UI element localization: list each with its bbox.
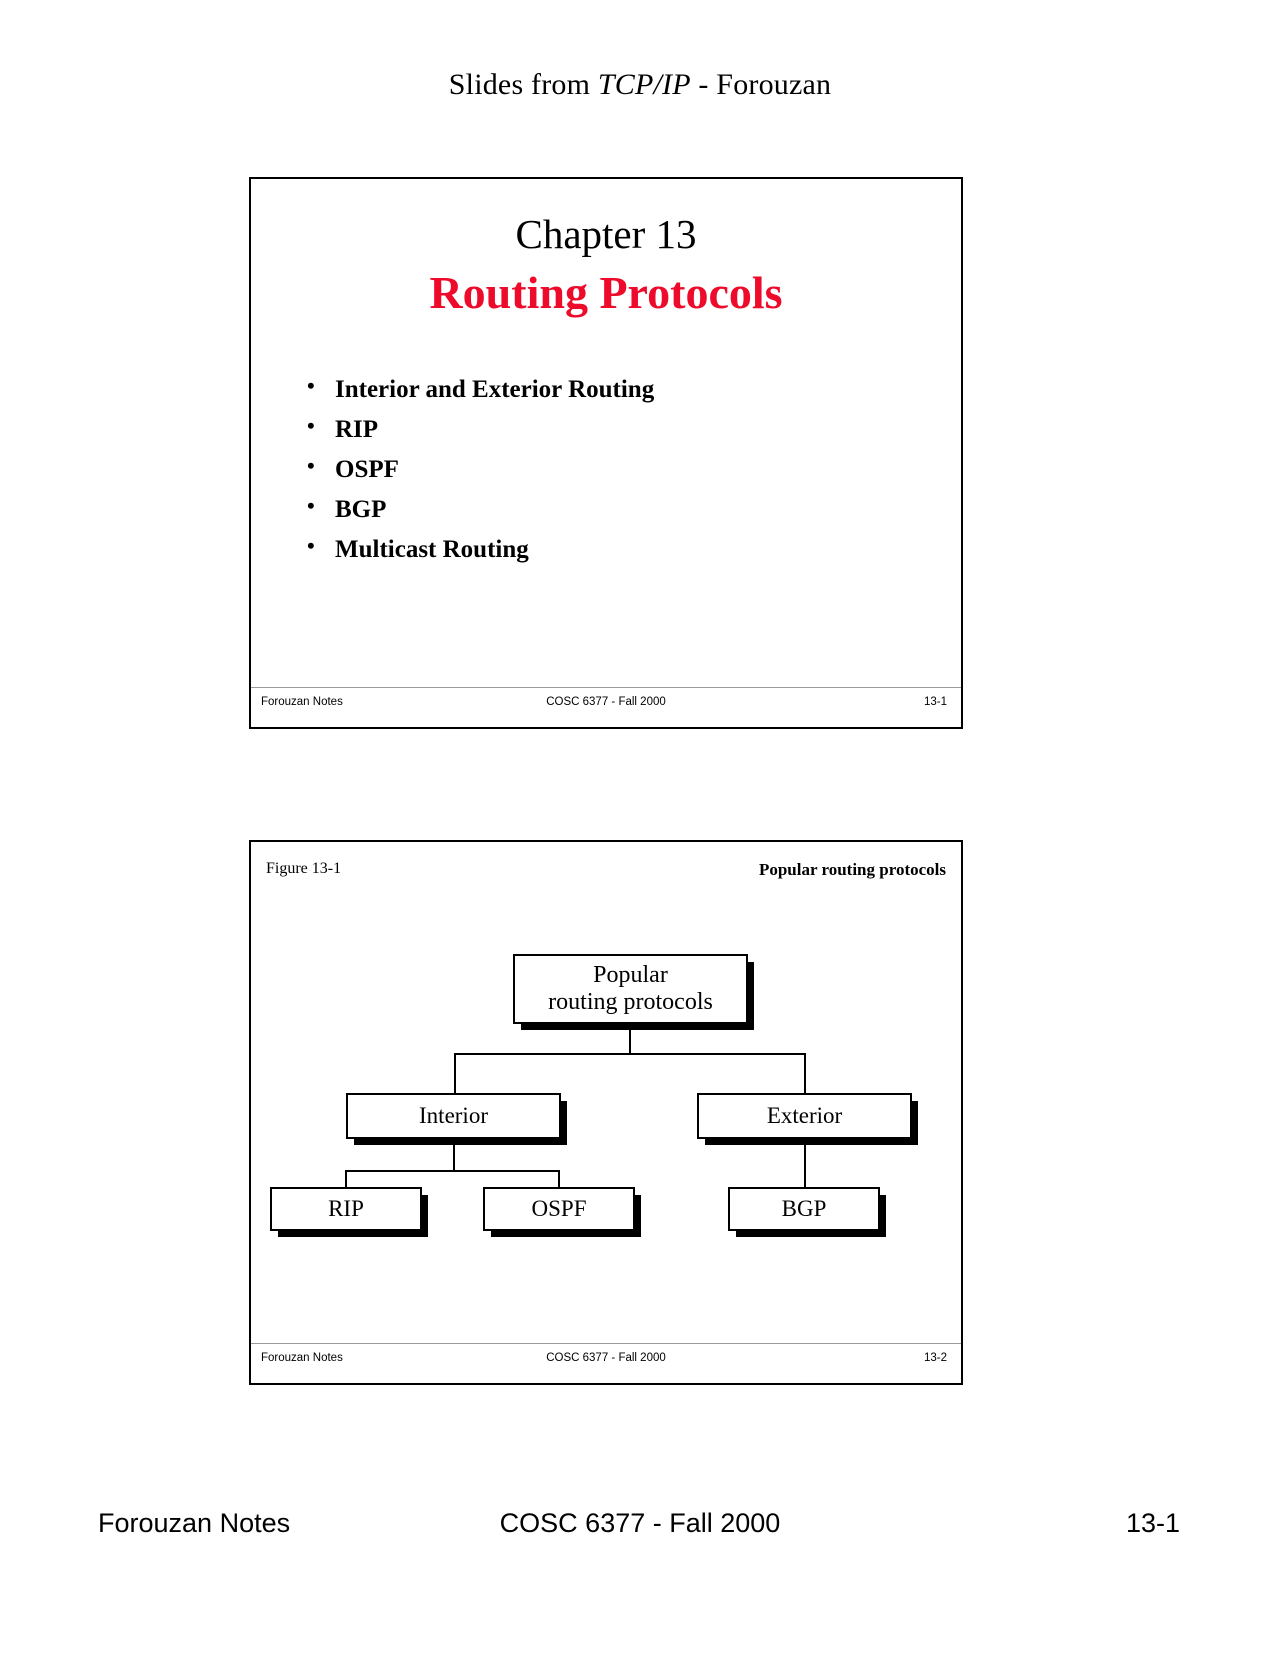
figure-title: Popular routing protocols [758,860,946,879]
slide-footer: Forouzan Notes COSC 6377 - Fall 2000 13-… [251,1343,961,1383]
list-item: RIP [297,415,917,442]
figure-label: Figure 13-1 [266,860,342,877]
chapter-heading: Chapter 13 [515,211,697,257]
tree-node-root-line1: Popular [593,962,668,989]
connector-to-interior [454,1053,456,1093]
tree-node-interior: Interior [346,1093,561,1139]
slide-footer: Forouzan Notes COSC 6377 - Fall 2000 13-… [251,687,961,727]
topics-list: Interior and Exterior Routing RIP OSPF B… [297,375,917,577]
connector-to-ospf [558,1170,560,1188]
tree-node-root-line2: routing protocols [548,989,713,1015]
slide-footer-number: 13-2 [923,1352,947,1364]
page-footer-number: 13-1 [1125,1508,1180,1538]
page-footer: Forouzan Notes COSC 6377 - Fall 2000 13-… [0,1508,1280,1554]
slide-footer-source: Forouzan Notes [261,696,343,708]
tree-node-rip: RIP [270,1187,422,1231]
connector-interior-down [453,1139,455,1171]
page-footer-course: COSC 6377 - Fall 2000 [499,1508,781,1538]
slide-title-slide: Chapter 13 Routing Protocols Interior an… [249,177,963,729]
connector-level1-bar [454,1053,805,1055]
page-header-suffix: - Forouzan [690,68,832,101]
connector-to-rip [345,1170,347,1188]
page-header: Slides from TCP/IP - Forouzan [0,68,1280,102]
page-title: Routing Protocols [429,267,783,318]
slide-footer-course: COSC 6377 - Fall 2000 [546,696,666,708]
page-header-book-title: TCP/IP [597,68,691,101]
connector-root-down [629,1024,631,1054]
figure-header: Figure 13-1 Popular routing protocols [251,860,961,882]
list-item: Multicast Routing [297,535,917,562]
slide-footer-source: Forouzan Notes [261,1352,343,1364]
tree-node-exterior: Exterior [697,1093,912,1139]
tree-node-ospf: OSPF [483,1187,635,1231]
page-header-prefix: Slides from [448,68,598,101]
slide-figure-slide: Figure 13-1 Popular routing protocols Po… [249,840,963,1385]
slide-footer-course: COSC 6377 - Fall 2000 [546,1352,666,1364]
page-footer-source: Forouzan Notes [98,1508,291,1538]
connector-to-exterior [804,1053,806,1093]
connector-level2-bar [345,1170,560,1172]
list-item: OSPF [297,455,917,482]
tree-node-root: Popular routing protocols [513,954,748,1024]
list-item: BGP [297,495,917,522]
list-item: Interior and Exterior Routing [297,375,917,402]
routing-protocols-tree-diagram: Popular routing protocols Interior Exter… [251,842,965,1387]
slide-footer-number: 13-1 [923,696,947,708]
tree-node-bgp: BGP [728,1187,880,1231]
connector-to-bgp [804,1139,806,1188]
